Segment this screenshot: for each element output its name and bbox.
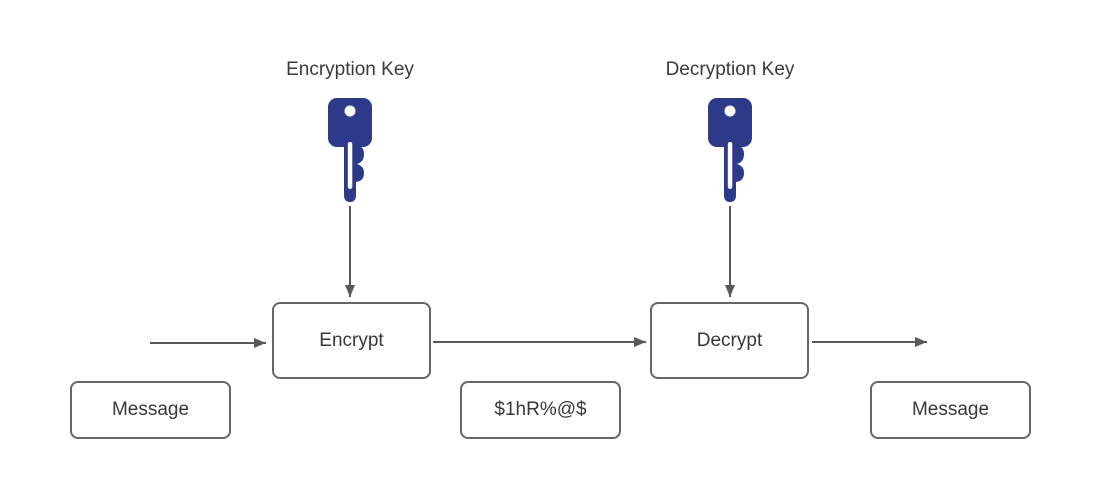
encrypt-box: Encrypt [272,302,431,379]
message-output-box: Message [870,381,1031,439]
message-input-label: Message [111,399,190,420]
key-slit [727,142,733,189]
key-hole [724,105,736,117]
decryption-key-label: Decryption Key [665,59,795,80]
key-slit [347,142,353,189]
key-head [708,98,752,147]
encryption-key-label: Encryption Key [286,59,414,80]
key-shaft [724,139,744,202]
ciphertext-label: $1hR%@$ [494,399,587,420]
encrypt-box-label: Encrypt [319,329,384,351]
decrypt-box: Decrypt [650,302,809,379]
message-output-label: Message [911,399,990,420]
key-hole [344,105,356,117]
message-input-box: Message [70,381,231,439]
key-icon [708,98,752,202]
ciphertext-box: $1hR%@$ [460,381,621,439]
decrypt-box-label: Decrypt [696,329,763,351]
key-shaft [344,139,364,202]
key-head [328,98,372,147]
key-icon [328,98,372,202]
